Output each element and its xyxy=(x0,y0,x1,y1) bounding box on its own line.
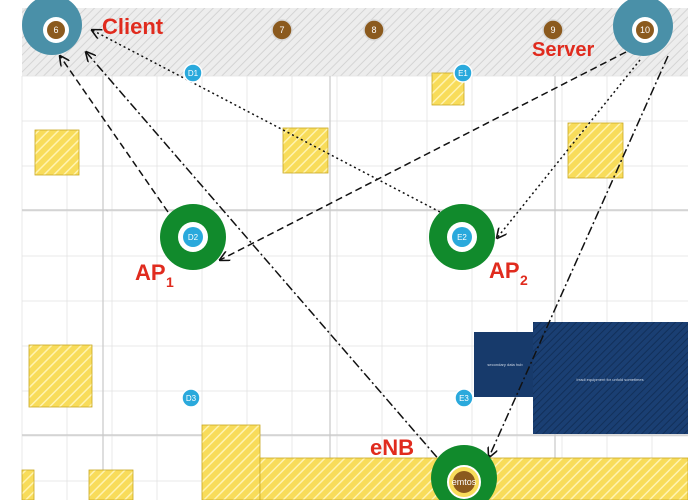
link-server-ap1 xyxy=(220,51,627,260)
top-band xyxy=(22,8,688,76)
svg-text:AP: AP xyxy=(489,258,520,283)
obstacle-block xyxy=(88,469,134,500)
server-node-id: 10 xyxy=(640,25,650,35)
svg-text:D1: D1 xyxy=(188,69,199,78)
client-node: 6 xyxy=(22,0,82,55)
ap1-node: D2 xyxy=(160,204,226,270)
svg-text:E3: E3 xyxy=(459,394,469,403)
ap2-label: AP 2 xyxy=(489,258,528,288)
svg-text:8: 8 xyxy=(371,25,376,35)
client-node-id: 6 xyxy=(53,25,58,35)
svg-text:E1: E1 xyxy=(458,69,468,78)
ref-point-e1: E1 xyxy=(453,63,473,83)
link-enb-client xyxy=(86,52,449,471)
obstacle-block xyxy=(21,469,35,500)
svg-text:2: 2 xyxy=(520,272,528,288)
link-ap2-client xyxy=(92,30,441,213)
enb-node-id: emtos xyxy=(452,477,477,487)
svg-text:7: 7 xyxy=(279,25,284,35)
obstacle-block xyxy=(28,344,93,408)
navy-block-small-label: secondary data hub xyxy=(487,362,523,367)
node-8: 8 xyxy=(363,19,385,41)
obstacle-block xyxy=(34,129,80,176)
node-9: 9 xyxy=(542,19,564,41)
link-server-ap2 xyxy=(497,59,641,238)
ref-point-e3: E3 xyxy=(454,388,474,408)
server-node: 10 xyxy=(613,0,673,56)
svg-text:AP: AP xyxy=(135,260,166,285)
enb-label: eNB xyxy=(370,435,414,460)
node-7: 7 xyxy=(271,19,293,41)
enb-node: emtos xyxy=(431,445,497,500)
navy-block-large-label: Irradi equipment for unfold sometimes xyxy=(576,377,643,382)
obstacle-block xyxy=(282,127,329,174)
links xyxy=(60,30,669,471)
link-ap1-client xyxy=(60,56,169,213)
ap2-node: E2 xyxy=(429,204,495,270)
obstacle-block xyxy=(567,122,624,179)
ref-point-d1: D1 xyxy=(183,63,203,83)
navy-block-large xyxy=(533,322,688,434)
svg-text:9: 9 xyxy=(550,25,555,35)
ap1-node-id: D2 xyxy=(188,233,199,242)
svg-text:D3: D3 xyxy=(186,394,197,403)
client-label: Client xyxy=(102,14,164,39)
server-label: Server xyxy=(532,39,594,61)
floor-grid xyxy=(21,75,688,500)
major-grid xyxy=(22,76,688,500)
ap2-node-id: E2 xyxy=(457,233,467,242)
obstacle-block xyxy=(201,424,261,500)
navy-block-small xyxy=(474,332,536,397)
ref-point-d3: D3 xyxy=(181,388,201,408)
ap1-label: AP 1 xyxy=(135,260,174,290)
svg-text:1: 1 xyxy=(166,274,174,290)
link-server-enb xyxy=(489,55,669,457)
